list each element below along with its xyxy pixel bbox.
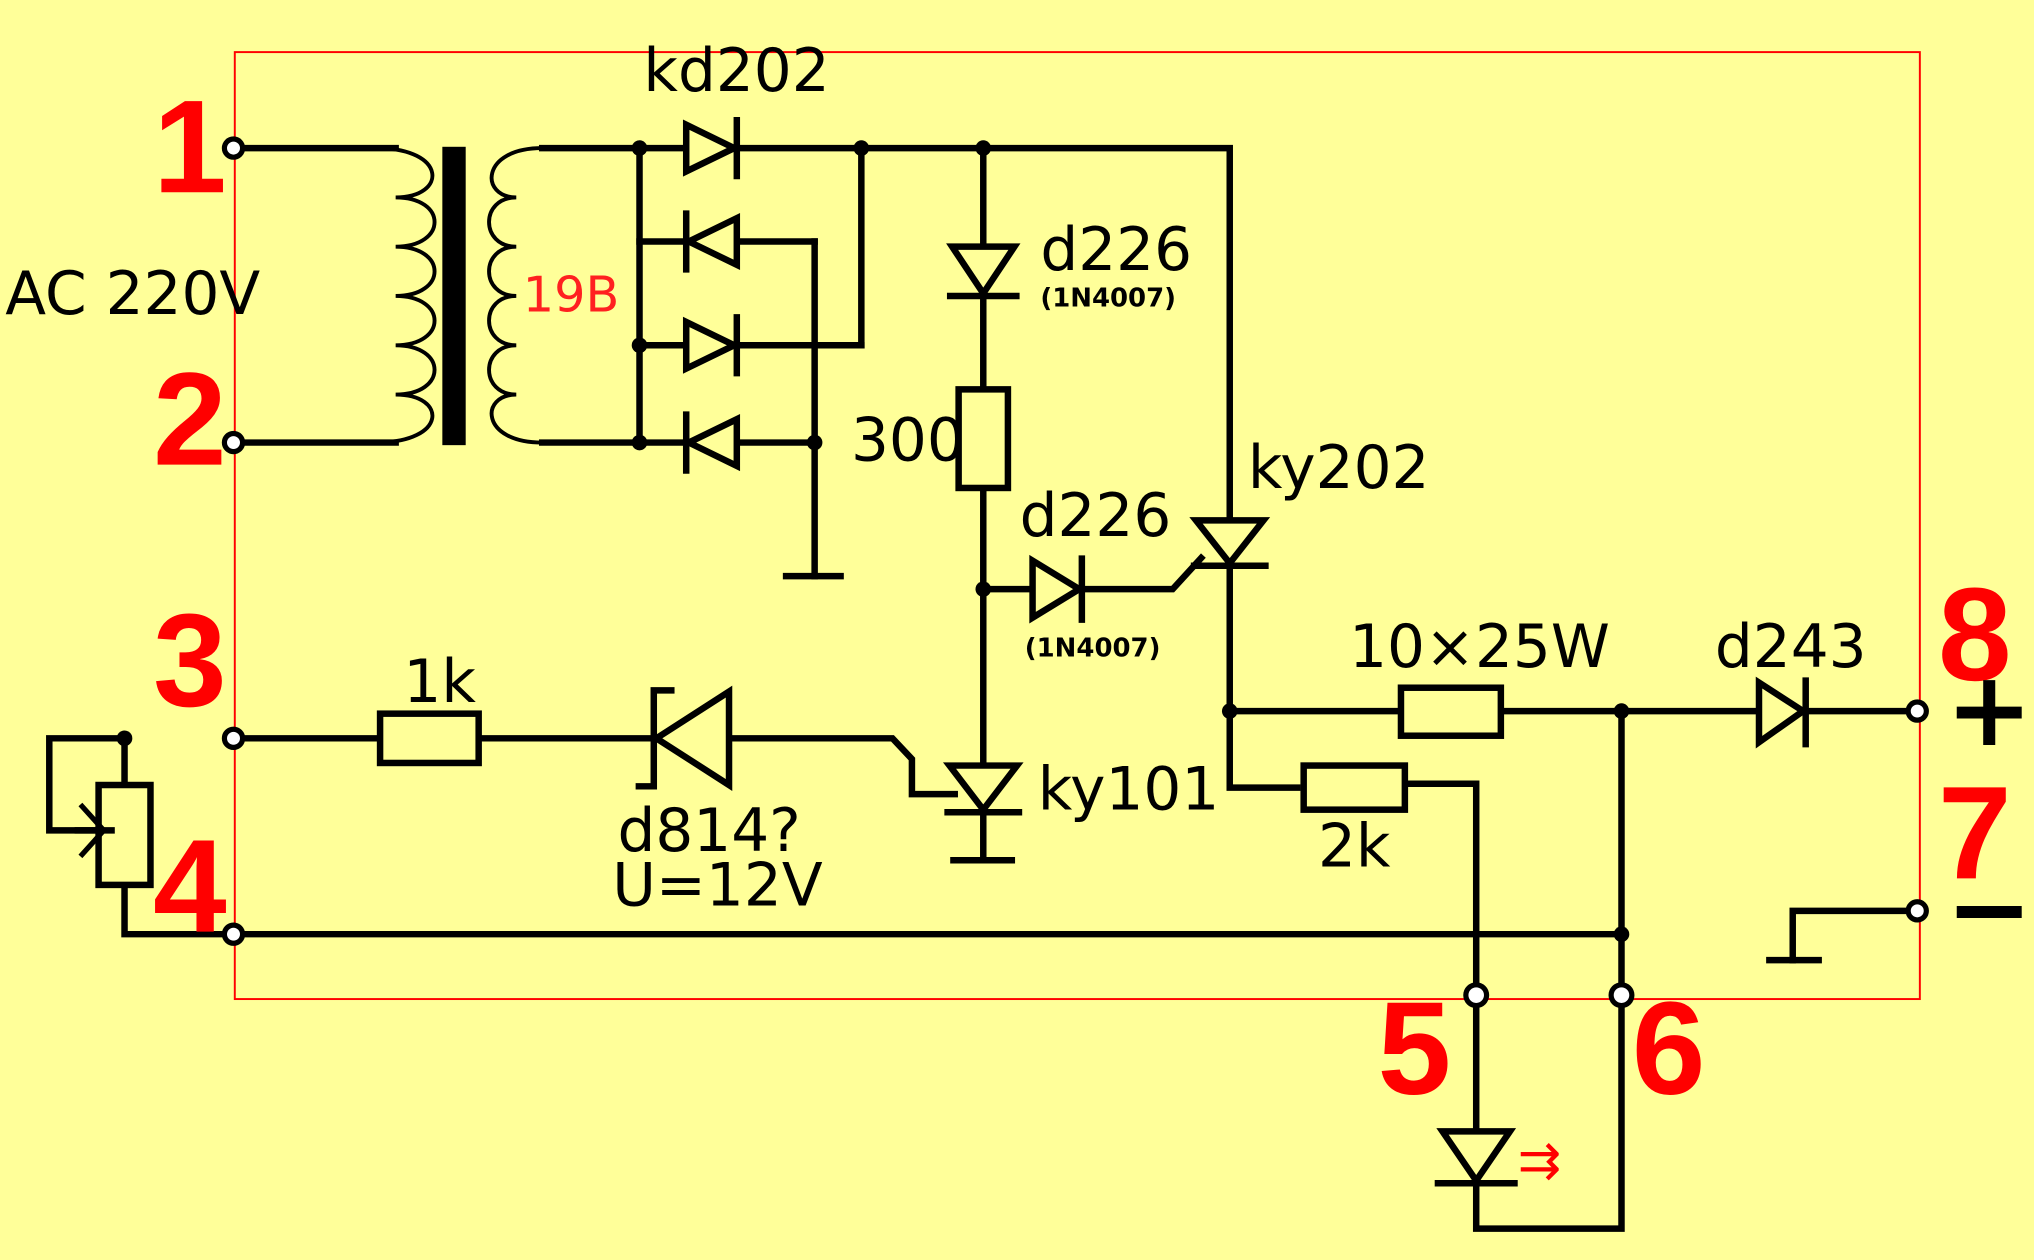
primary-winding <box>376 146 437 445</box>
terminal-6[interactable] <box>1608 982 1635 1009</box>
transformer-core <box>442 146 466 446</box>
terminal-number-2: 2 <box>153 346 227 494</box>
terminal-7[interactable] <box>1905 899 1929 923</box>
label-10x25w: 10×25W <box>1349 613 1610 682</box>
potentiometer <box>74 781 154 889</box>
terminal-number-1: 1 <box>153 73 227 221</box>
bridge-diode-1 <box>682 116 742 180</box>
terminal-5[interactable] <box>1463 982 1490 1009</box>
resistor-1k <box>376 710 482 767</box>
terminal-1[interactable] <box>221 136 246 160</box>
label-2k: 2k <box>1318 813 1391 882</box>
label-d226-top: d226 <box>1040 216 1192 285</box>
label-d226-mid: d226 <box>1020 482 1172 551</box>
terminal-number-6: 6 <box>1632 975 1706 1123</box>
terminal-2[interactable] <box>221 430 246 455</box>
label-ky101: ky101 <box>1038 756 1220 825</box>
diode-d226-mid <box>1029 554 1086 624</box>
led <box>1434 1128 1518 1187</box>
thyristor-ky101 <box>942 762 1024 816</box>
terminal-number-3: 3 <box>153 587 227 735</box>
label-300: 300 <box>851 407 965 476</box>
terminal-3[interactable] <box>221 726 246 750</box>
label-d226-top-alt: (1N4007) <box>1040 283 1176 313</box>
resistor-300 <box>955 386 1012 492</box>
bridge-diode-4 <box>681 411 741 474</box>
resistor-2k <box>1300 762 1409 813</box>
zener-d814 <box>635 685 733 791</box>
label-d814: d814? <box>617 797 800 866</box>
label-d226-mid-alt: (1N4007) <box>1025 634 1161 664</box>
terminal-number-4: 4 <box>153 813 227 961</box>
label-d243: d243 <box>1715 613 1867 682</box>
terminal-number-7: 7 <box>1938 759 2012 907</box>
board-outline <box>233 51 1921 1001</box>
terminal-4[interactable] <box>221 922 246 946</box>
terminal-number-8: 8 <box>1938 561 2012 709</box>
plus-sign: + <box>1946 650 2033 770</box>
terminal-number-5: 5 <box>1378 975 1452 1123</box>
diode-d226-top <box>946 243 1021 300</box>
output-wiring <box>1226 707 1921 1232</box>
label-ac-input: AC 220V <box>5 260 260 329</box>
terminal-8[interactable] <box>1905 699 1929 723</box>
junctions <box>116 140 1630 942</box>
label-ky202: ky202 <box>1248 434 1430 503</box>
label-zener-voltage: U=12V <box>612 852 823 921</box>
terminals <box>221 136 1929 1009</box>
minus-sign: − <box>1946 850 2033 970</box>
bridge-diode-3 <box>682 314 742 377</box>
label-kd202: kd202 <box>643 37 829 106</box>
led-arrow-icon: ⇉ <box>1518 1131 1561 1191</box>
transformer <box>238 144 543 446</box>
label-secondary-voltage: 19B <box>523 266 620 324</box>
resistor-10x25w <box>1397 684 1505 739</box>
secondary-winding <box>487 146 543 445</box>
diode-d243 <box>1755 676 1809 749</box>
label-1k: 1k <box>403 648 476 717</box>
bridge-diode-2 <box>681 210 741 273</box>
thyristor-ky202 <box>1189 517 1271 570</box>
